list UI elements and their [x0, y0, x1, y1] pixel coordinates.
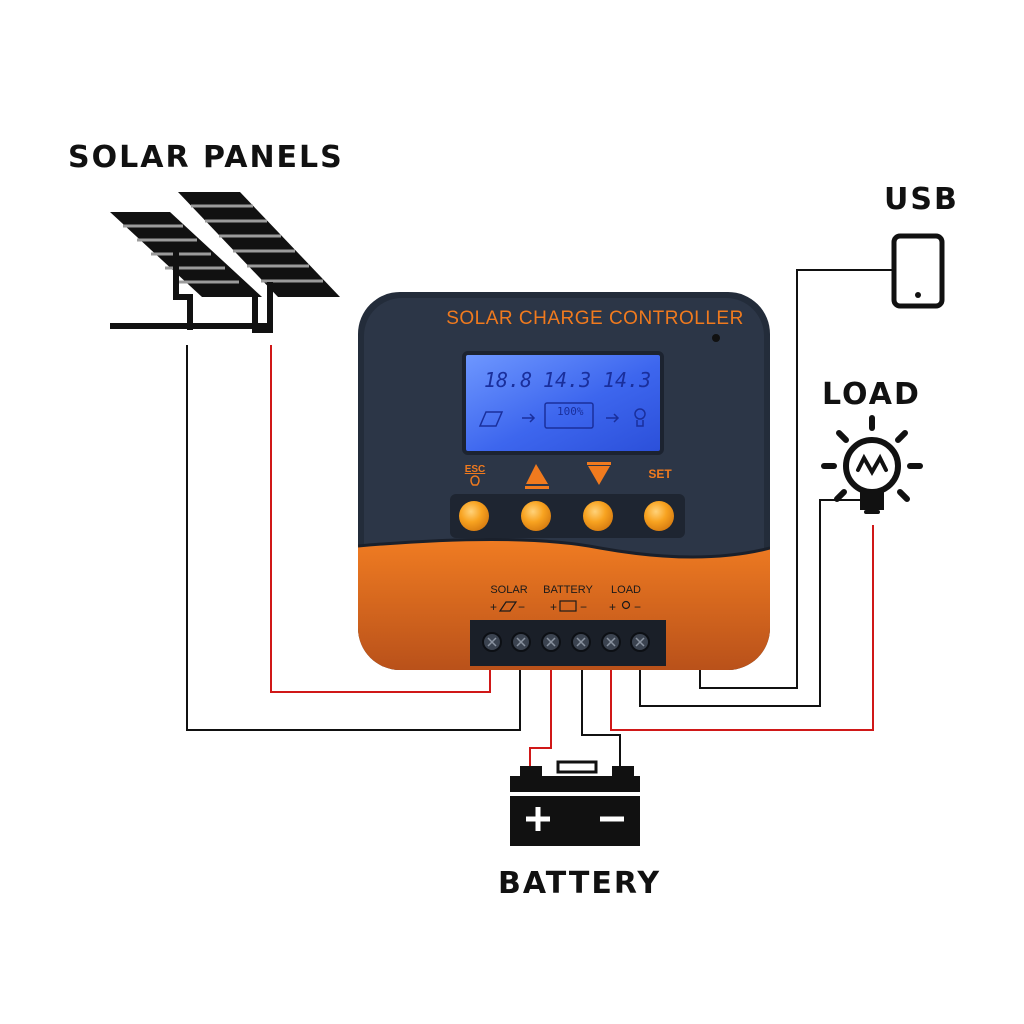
wire-solar-negative — [186, 345, 521, 731]
set-button — [644, 501, 674, 531]
terminal-symbols: + − + − + − — [490, 600, 641, 614]
wire-usb — [699, 269, 893, 689]
svg-text:−: − — [580, 600, 587, 614]
battery-icon — [510, 760, 640, 846]
controller-title: SOLAR CHARGE CONTROLLER — [446, 308, 744, 329]
solar-panel-back — [178, 192, 340, 333]
wire-load-negative — [639, 499, 860, 707]
lcd-reading-1: 18.8 — [484, 368, 533, 392]
solar-panels-label: SOLAR PANELS — [68, 140, 344, 175]
terminal-load-label: LOAD — [611, 584, 641, 596]
battery-label: BATTERY — [498, 866, 662, 901]
usb-label: USB — [884, 182, 959, 217]
charge-controller: + − + − + − — [358, 292, 770, 670]
up-button — [521, 501, 551, 531]
wire-battery-negative — [581, 668, 621, 768]
solar-panel-front — [110, 212, 270, 330]
terminal-battery-label: BATTERY — [543, 584, 593, 596]
svg-text:+: + — [550, 600, 557, 614]
wires — [186, 269, 893, 768]
terminal-screws — [482, 632, 650, 652]
lcd-reading-2: 14.3 — [543, 368, 592, 392]
phone-icon — [891, 233, 945, 309]
wire-battery-positive — [529, 668, 552, 768]
up-arrow-icon — [526, 464, 548, 484]
svg-text:+: + — [490, 600, 497, 614]
svg-text:+: + — [609, 600, 616, 614]
terminal-solar-label: SOLAR — [490, 584, 528, 596]
esc-label: ESC — [464, 464, 486, 475]
svg-text:−: − — [634, 600, 641, 614]
down-arrow-icon — [588, 466, 610, 485]
light-bulb-icon — [821, 415, 923, 514]
lcd-icons — [478, 402, 646, 429]
button-panel — [450, 494, 685, 538]
svg-text:−: − — [518, 600, 525, 614]
wire-solar-positive — [270, 345, 491, 693]
lcd-battery-percent: 100% — [557, 405, 584, 418]
solar-panels-icon — [110, 192, 340, 333]
down-button — [583, 501, 613, 531]
wire-load-positive — [610, 525, 874, 731]
esc-bulb-icon — [470, 475, 480, 486]
load-label: LOAD — [822, 377, 921, 412]
set-label: SET — [648, 467, 672, 481]
esc-button — [459, 501, 489, 531]
lcd-reading-3: 14.3 — [603, 368, 652, 392]
